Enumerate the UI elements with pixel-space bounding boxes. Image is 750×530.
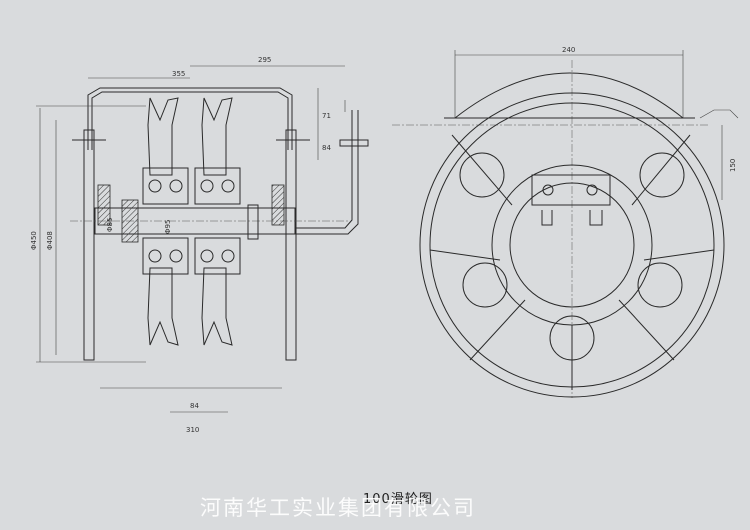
front-view: 240 150 [392,46,739,398]
dim-diameter-408: Φ408 [46,231,54,250]
dim-355: 355 [172,70,185,78]
dim-84: 84 [190,402,199,410]
dim-295: 295 [258,56,271,64]
dim-310: 310 [186,426,199,434]
dim-71: 71 [322,112,331,120]
dim-240: 240 [562,46,575,54]
company-watermark: 河南华工实业集团有限公司 [200,496,476,520]
drawing-caption: 100滑轮图 [363,492,433,507]
dim-diameter-450: Φ450 [30,231,38,250]
dim-150: 150 [729,159,737,172]
dim-shaft-95: Φ95 [164,220,172,234]
dim-84-vertical: 84 [322,144,331,152]
section-view: 355 295 71 84 Φ450 Φ408 84 310 Φ85 Φ95 [30,56,369,434]
dim-shaft-85: Φ85 [106,218,114,232]
